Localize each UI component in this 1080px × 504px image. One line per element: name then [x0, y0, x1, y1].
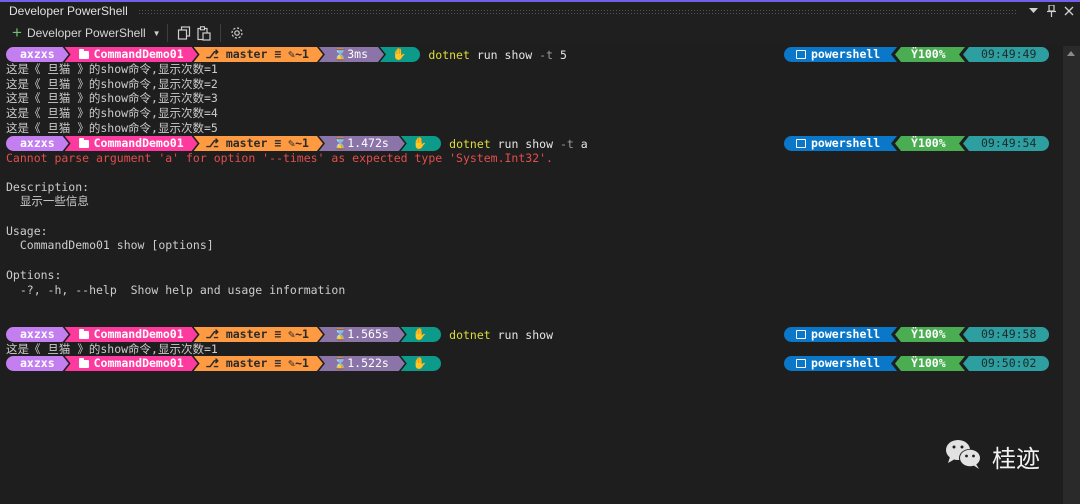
prompt-duration-segment: ⌛1.472s: [319, 136, 405, 151]
prompt-duration-segment: ⌛3ms: [319, 47, 384, 62]
plus-icon: +: [12, 22, 22, 42]
terminal-output[interactable]: axzxs CommandDemo01 ⎇ master ≡ ✎~1 ⌛3ms …: [0, 46, 1063, 504]
prompt-user-segment: axzxs: [6, 356, 69, 371]
prompt-status-segment: ✋: [380, 47, 421, 62]
prompt-clock-segment: 09:49:54: [963, 136, 1049, 151]
help-options-heading: Options:: [6, 268, 62, 282]
help-options-text: -?, -h, --help Show help and usage infor…: [6, 283, 346, 297]
prompt-clock-segment: 09:49:49: [963, 47, 1049, 62]
github-branch-icon: ⎇: [205, 136, 226, 150]
vertical-scrollbar[interactable]: [1063, 46, 1080, 504]
help-description-text: 显示一些信息: [6, 194, 89, 208]
prompt-shell-segment: powershell: [784, 327, 897, 342]
sprout-icon: Ÿ: [911, 136, 918, 150]
folder-icon: [79, 360, 89, 368]
help-description-heading: Description:: [6, 180, 90, 194]
window-accent-bar: [0, 0, 1080, 2]
prompt-line: axzxs CommandDemo01 ⎇ master ≡ ✎~1 ⌛1.47…: [6, 136, 588, 151]
command-text: dotnet run show: [449, 327, 553, 342]
close-icon[interactable]: [1062, 3, 1076, 19]
sprout-icon: Ÿ: [911, 47, 918, 61]
copy-icon[interactable]: [174, 23, 194, 43]
toolbar-divider: [219, 24, 221, 42]
prompt-git-segment: ⎇ master ≡ ✎~1: [194, 356, 323, 371]
output-line: 这是《 旦猫 》的show命令,显示次数=5: [6, 121, 218, 135]
wechat-icon: [944, 438, 984, 475]
terminal-toolbar: + Developer PowerShell ▼: [0, 20, 1080, 46]
prompt-status-segment: ✋: [400, 327, 442, 342]
prompt-git-segment: ⎇ master ≡ ✎~1: [194, 327, 323, 342]
prompt-git-segment: ⎇ master ≡ ✎~1: [194, 47, 323, 62]
command-text: dotnet run show -t a: [449, 136, 588, 151]
github-branch-icon: ⎇: [205, 327, 226, 341]
prompt-duration-segment: ⌛1.565s: [319, 327, 405, 342]
prompt-duration-segment: ⌛1.522s: [319, 356, 405, 371]
hand-icon: ✋: [412, 136, 428, 150]
github-branch-icon: ⎇: [205, 47, 226, 61]
prompt-path-segment: CommandDemo01: [65, 327, 198, 342]
chevron-down-icon[interactable]: ▼: [152, 28, 161, 38]
folder-icon: [79, 140, 89, 148]
hand-icon: ✋: [392, 47, 407, 61]
prompt-shell-segment: powershell: [784, 136, 897, 151]
prompt-user-segment: axzxs: [6, 327, 69, 342]
terminal-icon: [796, 139, 806, 148]
paste-icon[interactable]: [194, 23, 214, 43]
prompt-clock-segment: 09:49:58: [963, 327, 1049, 342]
prompt-line: axzxs CommandDemo01 ⎇ master ≡ ✎~1 ⌛1.56…: [6, 327, 553, 342]
new-terminal-label: Developer PowerShell: [26, 26, 146, 40]
title-bar: Developer PowerShell: [0, 2, 1080, 20]
prompt-shell-segment: powershell: [784, 356, 897, 371]
watermark-text: 桂迹: [992, 445, 1040, 473]
prompt-status-segment: ✋: [400, 356, 442, 371]
prompt-line: axzxs CommandDemo01 ⎇ master ≡ ✎~1 ⌛3ms …: [6, 47, 567, 62]
error-message: Cannot parse argument 'a' for option '--…: [6, 151, 553, 165]
sprout-icon: Ÿ: [911, 356, 918, 370]
terminal-icon: [796, 330, 806, 339]
command-text: dotnet run show -t 5: [428, 47, 567, 62]
prompt-user-segment: axzxs: [6, 136, 69, 151]
prompt-clock-segment: 09:50:02: [963, 356, 1049, 371]
terminal-icon: [796, 359, 806, 368]
folder-icon: [79, 331, 89, 339]
output-line: 这是《 旦猫 》的show命令,显示次数=2: [6, 77, 218, 91]
drag-grip[interactable]: [137, 8, 1016, 14]
github-branch-icon: ⎇: [205, 356, 226, 370]
folder-icon: [79, 51, 89, 59]
prompt-shell-segment: powershell: [784, 47, 897, 62]
terminal-icon: [796, 50, 806, 59]
prompt-path-segment: CommandDemo01: [65, 47, 198, 62]
prompt-path-segment: CommandDemo01: [65, 356, 198, 371]
gear-icon[interactable]: [227, 23, 247, 43]
prompt-path-segment: CommandDemo01: [65, 136, 198, 151]
window-menu-dropdown-icon[interactable]: [1026, 3, 1040, 19]
window-title: Developer PowerShell: [9, 4, 128, 18]
output-line: 这是《 旦猫 》的show命令,显示次数=1: [6, 62, 218, 76]
help-usage-text: CommandDemo01 show [options]: [6, 238, 214, 252]
new-terminal-button[interactable]: + Developer PowerShell ▼: [12, 22, 161, 42]
pin-icon[interactable]: [1044, 3, 1058, 19]
prompt-line: axzxs CommandDemo01 ⎇ master ≡ ✎~1 ⌛1.52…: [6, 356, 442, 371]
toolbar-divider: [166, 24, 168, 42]
output-line: 这是《 旦猫 》的show命令,显示次数=4: [6, 106, 218, 120]
scroll-up-arrow-icon[interactable]: [1067, 51, 1075, 56]
watermark: 桂迹: [944, 438, 1040, 475]
prompt-status-segment: ✋: [400, 136, 442, 151]
prompt-user-segment: axzxs: [6, 47, 69, 62]
hand-icon: ✋: [412, 356, 428, 370]
output-line: 这是《 旦猫 》的show命令,显示次数=3: [6, 91, 218, 105]
output-line: 这是《 旦猫 》的show命令,显示次数=1: [6, 342, 218, 356]
sprout-icon: Ÿ: [911, 327, 918, 341]
help-usage-heading: Usage:: [6, 224, 48, 238]
hand-icon: ✋: [412, 327, 428, 341]
prompt-git-segment: ⎇ master ≡ ✎~1: [194, 136, 323, 151]
